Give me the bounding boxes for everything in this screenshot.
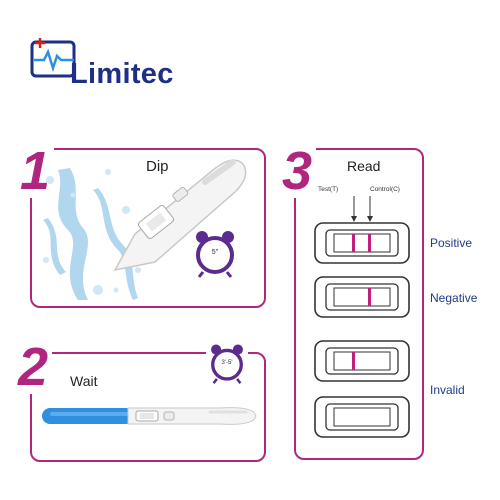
step-3-label: Read — [347, 158, 381, 174]
step-2-number: 2 — [14, 340, 53, 394]
wait-test-stick — [42, 407, 257, 425]
step-2-label: Wait — [70, 373, 98, 389]
brand-logo: Limitec — [28, 36, 188, 96]
result-negative-label: Negative — [430, 291, 478, 305]
dip-timer-text: 5" — [211, 249, 219, 256]
wait-panel — [30, 352, 266, 462]
read-panel — [294, 148, 424, 460]
result-window-positive — [314, 222, 410, 264]
result-positive-label: Positive — [430, 236, 473, 250]
water-splash-illustration — [43, 168, 141, 300]
result-window-invalid-b — [314, 396, 410, 438]
alarm-clock-icon — [196, 231, 234, 278]
alarm-clock-icon — [211, 344, 243, 384]
step-1-number: 1 — [16, 144, 55, 198]
wait-timer: 3'-5' — [206, 342, 248, 384]
control-marker-label: Control(C) — [370, 186, 400, 193]
dip-timer: 5" — [190, 228, 240, 278]
dip-test-stick — [113, 159, 247, 272]
step-1-label: Dip — [146, 158, 169, 175]
result-window-invalid-a — [314, 340, 410, 382]
result-window-negative — [314, 276, 410, 318]
result-invalid-label: Invalid — [430, 383, 465, 397]
brand-name: Limitec — [70, 58, 174, 90]
wait-timer-text: 3'-5' — [221, 360, 233, 366]
marker-arrows — [351, 196, 373, 222]
dip-panel — [30, 148, 266, 308]
heartbeat-monitor-icon — [30, 38, 76, 78]
step-3-number: 3 — [278, 144, 317, 198]
test-marker-label: Test(T) — [318, 186, 339, 193]
